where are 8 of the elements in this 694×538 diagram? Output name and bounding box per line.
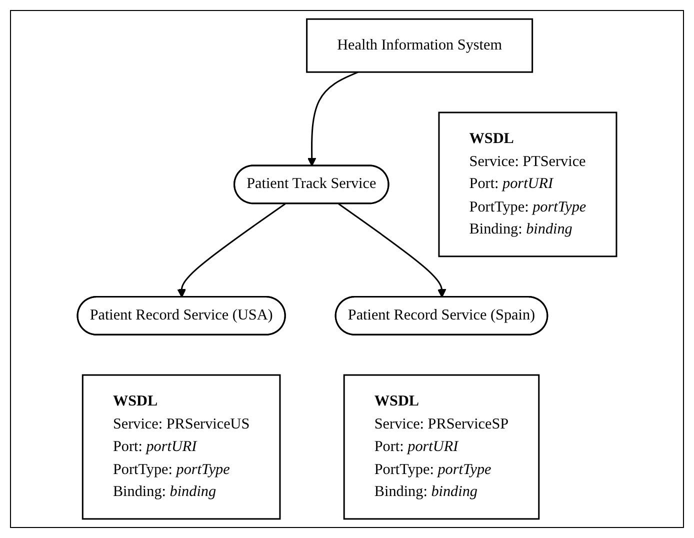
node-box <box>82 374 281 520</box>
node-box <box>343 374 540 520</box>
arrow <box>307 71 358 166</box>
arrow <box>177 203 286 298</box>
diagram: Health Information System Patient Track Service WSDL Service: PTService Port: portURI PortType: portType Binding: binding Patient Record Service (USA) Patient Record Service (Spain) WSDL Service: PRServiceUS Port: portURI PortType: portType Binding: binding WSDL Service: PRServiceSP Port: portURI PortType: portType Binding: binding <box>11 11 683 527</box>
node-box <box>438 112 618 258</box>
arrow <box>338 203 446 298</box>
node-box <box>306 18 534 73</box>
